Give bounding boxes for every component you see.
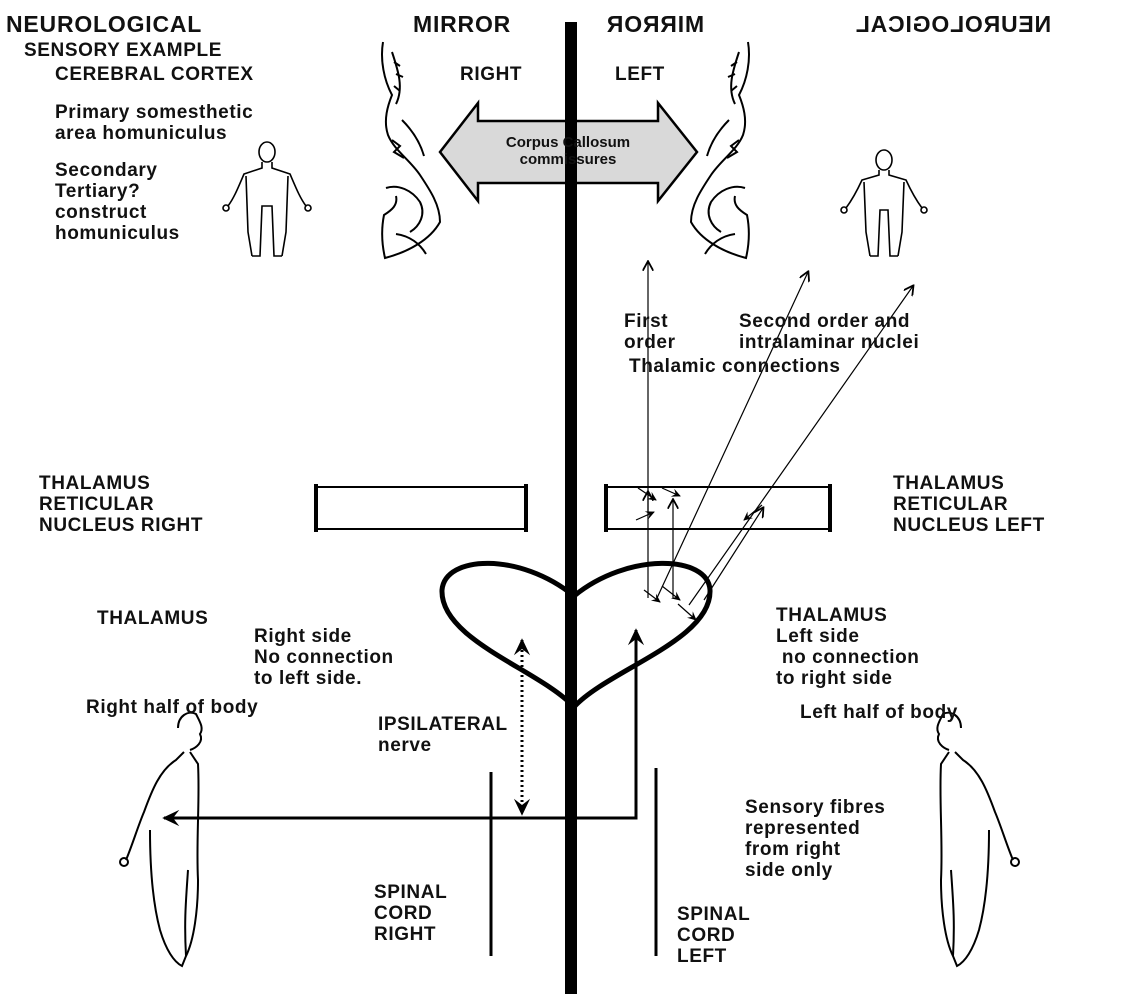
ipsilateral-nerve-label: IPSILATERAL nerve	[378, 714, 508, 756]
title-neurological-left: NEUROLOGICAL	[6, 12, 202, 37]
cortex-face-right	[382, 42, 440, 258]
spinal-cord-right-label: SPINAL CORD RIGHT	[374, 882, 447, 945]
title-mirror-right: MIRROR	[606, 12, 704, 37]
cortex-subtitle: SENSORY EXAMPLE	[24, 40, 222, 61]
thalamus-left-note: THALAMUS Left side no connection to righ…	[776, 605, 920, 689]
right-half-body-label: Right half of body	[86, 697, 258, 718]
thalamus-right-note: Right side No connection to left side.	[254, 626, 394, 689]
body-figure-left	[937, 713, 1019, 966]
cortex-homunculus-right	[223, 142, 311, 256]
thalamic-connections-label: Thalamic connections	[629, 356, 841, 377]
title-neurological-right: NEUROLOGICAL	[855, 12, 1051, 37]
primary-somesthetic-label: Primary somesthetic area homuniculus	[55, 102, 253, 144]
cortex-face-left	[691, 42, 749, 258]
sensory-fibres-label: Sensory fibres represented from right si…	[745, 797, 885, 881]
body-figure-right	[120, 713, 202, 966]
reticular-right-label: THALAMUS RETICULAR NUCLEUS RIGHT	[39, 473, 203, 536]
reticular-box-right	[316, 484, 526, 532]
cortex-homunculus-left	[841, 150, 927, 256]
spinal-cord-left-label: SPINAL CORD LEFT	[677, 904, 750, 967]
second-order-label: Second order and intralaminar nuclei	[739, 311, 919, 353]
cerebral-cortex-label: CEREBRAL CORTEX	[55, 64, 254, 85]
reticular-box-left	[606, 484, 830, 532]
title-mirror-left: MIRROR	[413, 12, 511, 37]
secondary-homunculus-label: Secondary Tertiary? construct homuniculu…	[55, 160, 180, 244]
left-half-body-label: Left half of body	[800, 702, 958, 723]
cortex-right-label: RIGHT	[460, 64, 522, 85]
cortex-left-label: LEFT	[615, 64, 665, 85]
corpus-callosum-label: Corpus Callosum commissures	[478, 134, 658, 168]
reticular-left-label: THALAMUS RETICULAR NUCLEUS LEFT	[893, 473, 1045, 536]
contralateral-pathway	[540, 630, 636, 818]
thalamus-right-heading: THALAMUS	[97, 608, 208, 629]
first-order-label: First order	[624, 311, 676, 353]
